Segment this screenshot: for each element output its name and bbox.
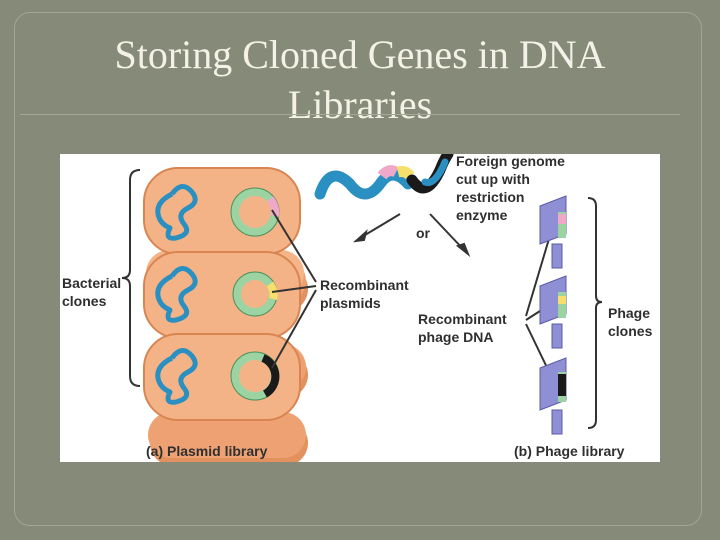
plasmid-label-1: Recombinant: [320, 277, 409, 293]
library-diagram: Foreign genome cut up with restriction e…: [62, 154, 653, 462]
title-rule: [20, 114, 680, 115]
bacterial-cell-stack: [143, 167, 308, 462]
phage-dna-label-2: phage DNA: [418, 329, 493, 345]
bacterial-cell-3: [143, 333, 308, 462]
phage-dna-label-1: Recombinant: [418, 311, 507, 327]
phage-brace: [587, 197, 603, 429]
genome-label-4: enzyme: [456, 207, 508, 223]
title-line-1: Storing Cloned Genes in DNA: [114, 32, 606, 77]
library-figure: Foreign genome cut up with restriction e…: [60, 154, 660, 462]
caption-plasmid-library: (a) Plasmid library: [146, 443, 268, 459]
cut-arrows: [352, 213, 471, 258]
slide-border: [14, 12, 702, 526]
caption-phage-library: (b) Phage library: [514, 443, 625, 459]
genome-label-2: cut up with: [456, 171, 530, 187]
phage-2: [539, 275, 567, 349]
title-line-2: Libraries: [287, 82, 433, 127]
bacterial-label-2: clones: [62, 293, 107, 309]
plasmid-label-2: plasmids: [320, 295, 381, 311]
phage-clones-label-1: Phage: [608, 305, 650, 321]
genome-label-3: restriction: [456, 189, 524, 205]
slide-title: Storing Cloned Genes in DNA Libraries: [40, 30, 680, 130]
genome-label-1: Foreign genome: [456, 154, 565, 169]
plasmid-pointers: [271, 209, 317, 369]
or-label: or: [416, 225, 431, 241]
phage-3: [539, 357, 567, 435]
phage-1: [539, 195, 567, 269]
bacterial-brace: [121, 169, 141, 387]
phage-clones-label-2: clones: [608, 323, 653, 339]
foreign-genome-dna: [314, 154, 454, 200]
bacterial-label-1: Bacterial: [62, 275, 121, 291]
